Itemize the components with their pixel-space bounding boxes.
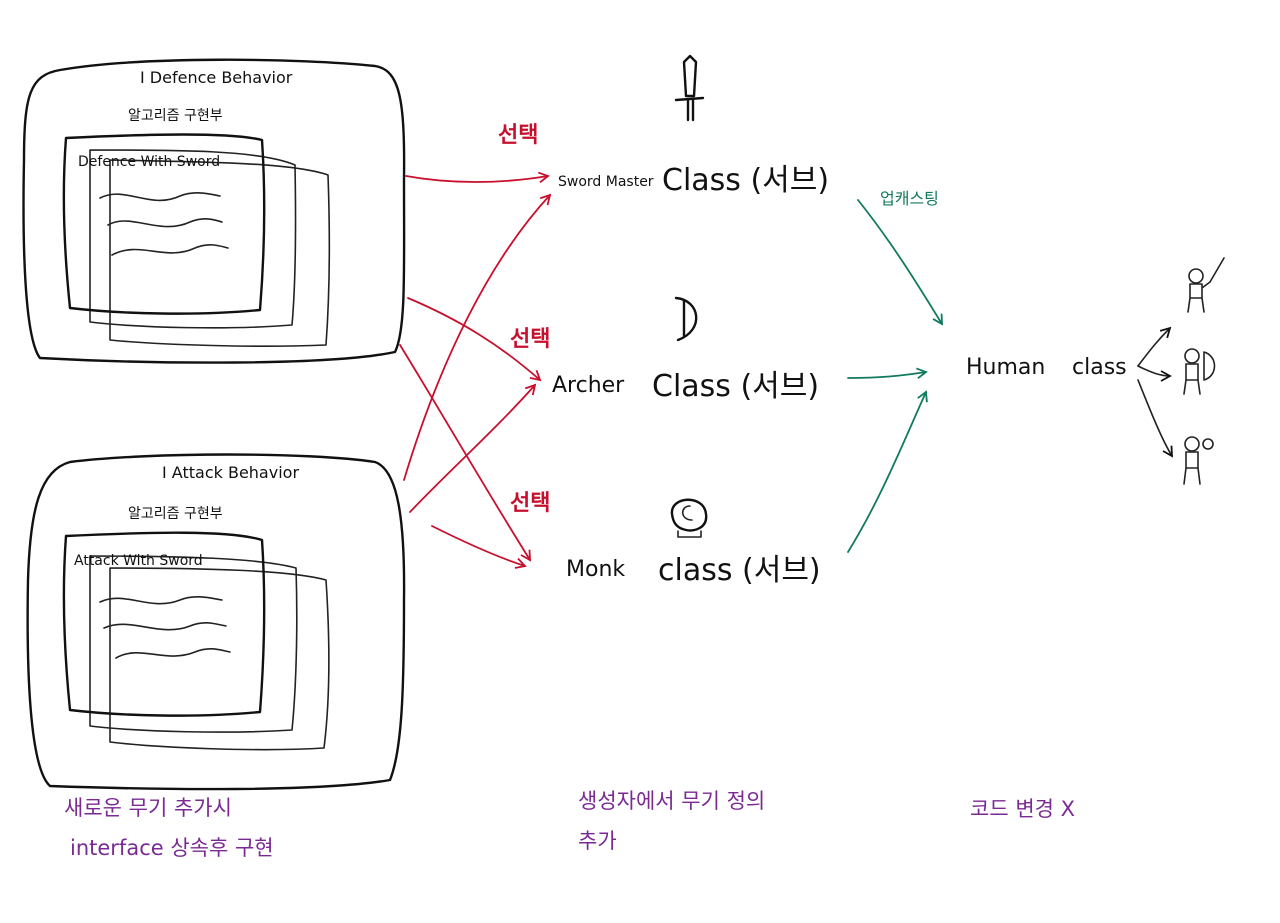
scribble-line (115, 648, 231, 659)
attack-page-front (62, 531, 266, 717)
scribble-line (103, 622, 227, 631)
arrow-human-to-swordsman (1137, 326, 1172, 367)
attack-page-back (109, 567, 330, 751)
arrow-defence-to-swordmaster (405, 171, 550, 184)
attack-impl-name: Attack With Sword (74, 553, 203, 569)
select-label: 선택 (510, 327, 550, 352)
attack-interface-title: I Attack Behavior (162, 463, 299, 482)
select-label: 선택 (498, 123, 538, 148)
note-middle-line2: 추가 (578, 829, 617, 853)
arrow-attack-to-swordmaster (403, 193, 552, 481)
arrow-archer-to-human (847, 367, 928, 380)
scribble-line (99, 596, 223, 605)
select-arrows (399, 171, 552, 569)
shield-figure-icon (1183, 348, 1216, 395)
human-name: Human (966, 355, 1045, 380)
arrow-human-to-monk (1137, 379, 1173, 458)
note-left-line1: 새로운 무기 추가시 (64, 796, 232, 820)
arrow-monk-to-human (847, 390, 928, 553)
note-right: 코드 변경 X (970, 797, 1075, 821)
scribble-line (107, 218, 223, 228)
defence-page-front (62, 133, 266, 315)
subclass-name-archer: Archer (552, 373, 625, 398)
subclass-class-label: Class (서브) (662, 163, 829, 198)
human-class-label: class (1072, 355, 1127, 380)
arrow-human-to-archer (1137, 365, 1172, 382)
defence-page-middle (89, 149, 297, 329)
defence-interface-title: I Defence Behavior (140, 68, 293, 87)
subclass-name-swordmaster: Sword Master (558, 174, 654, 190)
attack-section-label: 알고리즘 구현부 (128, 506, 223, 522)
defence-interface-box: I Defence Behavior 알고리즘 구현부 Defence With… (22, 58, 406, 364)
upcasting-label: 업캐스팅 (880, 189, 939, 208)
defence-page-back (109, 159, 331, 347)
human-branch-arrows (1137, 326, 1173, 458)
arrow-attack-to-archer (409, 383, 537, 513)
upcast-arrows (847, 199, 943, 553)
attack-page-middle (89, 555, 298, 733)
arrow-swordmaster-to-human (857, 199, 943, 326)
arrow-attack-to-monk (431, 525, 527, 569)
glove-icon (670, 498, 708, 538)
subclass-class-label: class (서브) (658, 553, 821, 588)
defence-impl-name: Defence With Sword (78, 154, 220, 170)
scribble-line (111, 244, 229, 256)
subclass-class-label: Class (서브) (652, 369, 819, 404)
boxer-figure-icon (1183, 436, 1214, 485)
arrow-defence-to-archer (407, 297, 542, 382)
arrow-defence-to-monk (399, 344, 531, 562)
subclass-name-monk: Monk (566, 557, 625, 582)
note-middle-line1: 생성자에서 무기 정의 (578, 789, 765, 813)
swordsman-figure-icon (1187, 257, 1225, 313)
select-label: 선택 (510, 491, 550, 516)
scribble-line (99, 192, 221, 202)
bow-icon (674, 296, 698, 342)
defence-section-label: 알고리즘 구현부 (128, 108, 223, 124)
attack-interface-box: I Attack Behavior 알고리즘 구현부 Attack With S… (26, 453, 406, 791)
sword-icon (674, 54, 705, 122)
note-left-line2: interface 상속후 구현 (70, 836, 274, 860)
